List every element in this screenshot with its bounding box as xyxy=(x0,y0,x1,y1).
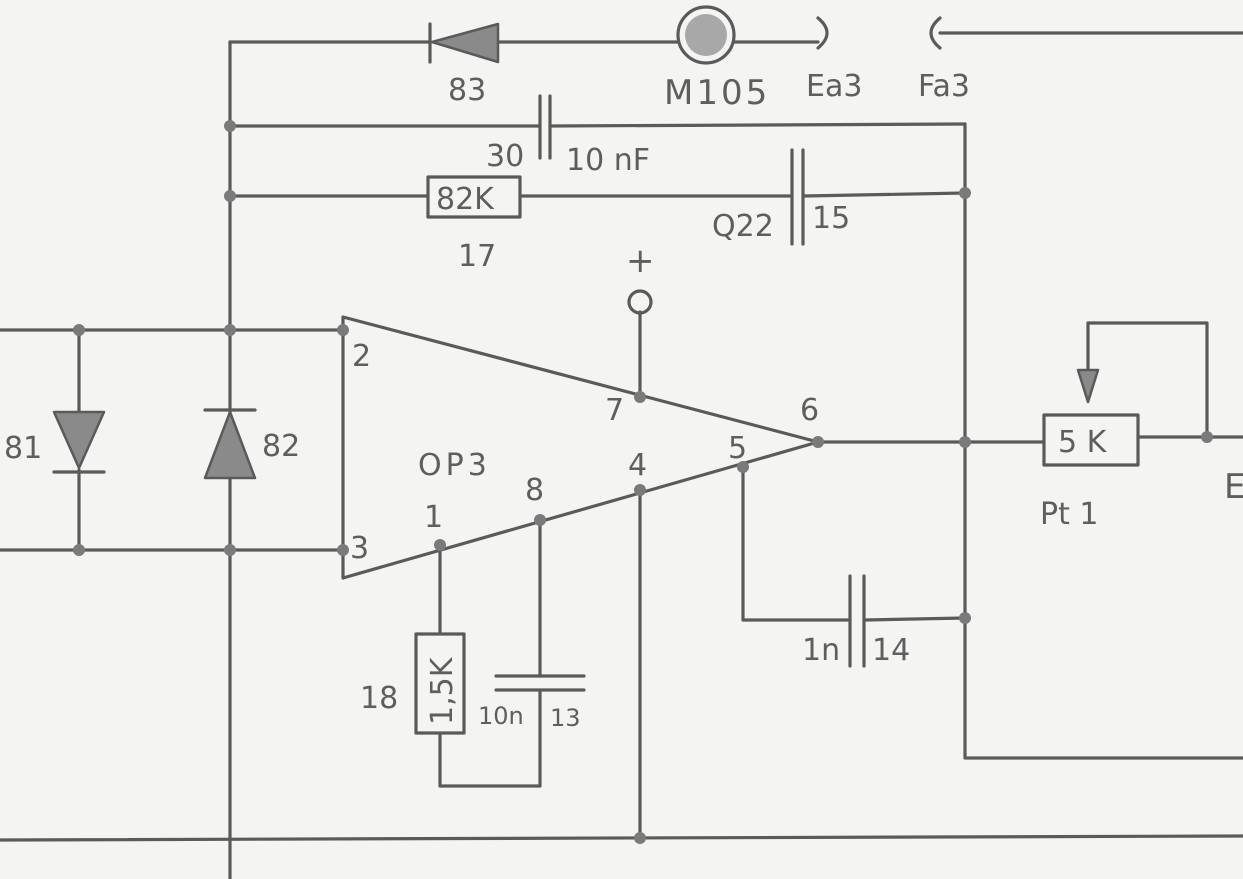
capacitor-13-label: 13 xyxy=(550,704,581,732)
pin-7-label: 7 xyxy=(605,393,624,428)
lamp-label: M105 xyxy=(664,73,770,113)
diode-81-label: 81 xyxy=(4,431,42,466)
junction-dot xyxy=(224,120,236,132)
resistor-17-label: 17 xyxy=(458,239,496,274)
connector-ea3-symbol xyxy=(816,16,829,50)
capacitor-14-label: 14 xyxy=(872,633,910,668)
opamp-op3: OP3 2 3 7 6 4 5 1 8 + xyxy=(341,241,820,580)
wire-r18-c13 xyxy=(438,690,542,788)
pin-4-label: 4 xyxy=(628,448,647,483)
capacitor-15-value: Q22 xyxy=(712,209,774,244)
wire-pin5 xyxy=(741,465,850,622)
capacitor-13-value: 10n xyxy=(478,702,524,730)
wire-right-rail xyxy=(963,122,1243,760)
junction-dot xyxy=(73,324,85,336)
wire-cap30-right xyxy=(548,122,967,128)
wire-c14-right xyxy=(864,616,967,622)
capacitor-30: 30 10 nF xyxy=(486,94,650,178)
pin-2-label: 2 xyxy=(352,339,371,374)
junction-dot xyxy=(634,832,646,844)
junction-dot xyxy=(224,324,236,336)
opamp-label: OP3 xyxy=(418,448,491,483)
capacitor-15: Q22 15 xyxy=(712,148,850,246)
diode-83-label: 83 xyxy=(448,73,486,108)
junction-dot xyxy=(337,324,349,336)
resistor-18-value: 1,5K xyxy=(425,656,460,725)
wire-pot-wiper xyxy=(1086,321,1209,439)
pin-3-label: 3 xyxy=(350,531,369,566)
potentiometer-body xyxy=(1042,413,1140,467)
resistor-17-value: 82K xyxy=(436,182,495,217)
junction-dot xyxy=(959,612,971,624)
capacitor-15-label: 15 xyxy=(812,201,850,236)
supply-terminal xyxy=(627,289,653,315)
potentiometer-label: Pt 1 xyxy=(1040,497,1098,532)
resistor-17-body xyxy=(426,175,522,219)
junction-dot xyxy=(959,436,971,448)
connector-fa3-symbol xyxy=(929,16,942,50)
junction-dot xyxy=(634,391,646,403)
diode-82: 82 xyxy=(203,408,300,480)
wire-c15-right xyxy=(802,191,967,198)
junction-dot xyxy=(534,514,546,526)
lamp-fill xyxy=(685,14,727,56)
junction-dot xyxy=(634,484,646,496)
potentiometer-value: 5 K xyxy=(1058,425,1108,460)
resistor-18-body xyxy=(414,632,466,735)
connector-ea3-label: Ea3 xyxy=(806,69,862,104)
diode-81: 81 xyxy=(4,410,106,474)
pin-6-label: 6 xyxy=(800,393,819,428)
connector-fa3-label: Fa3 xyxy=(918,69,970,104)
pin-1-label: 1 xyxy=(424,500,443,535)
capacitor-30-label: 30 xyxy=(486,139,524,174)
junction-dot xyxy=(224,190,236,202)
junctions xyxy=(73,120,1213,844)
potentiometer-pt1: 5 K Pt 1 xyxy=(1040,413,1140,532)
pin-8-label: 8 xyxy=(525,473,544,508)
junction-dot xyxy=(224,544,236,556)
junction-dot xyxy=(1201,431,1213,443)
pot-wiper-arrow xyxy=(1076,368,1100,404)
junction-dot xyxy=(73,544,85,556)
wires xyxy=(0,31,1243,879)
junction-dot xyxy=(812,436,824,448)
opamp-triangle xyxy=(341,315,820,580)
junction-dot xyxy=(737,461,749,473)
lamp-m105: M105 xyxy=(664,5,770,113)
diode-83-symbol xyxy=(430,22,500,64)
capacitor-14: 1n 14 xyxy=(802,574,910,668)
capacitor-14-value: 1n xyxy=(802,633,840,668)
diode-82-symbol xyxy=(203,410,257,480)
junction-dot xyxy=(959,187,971,199)
junction-dot xyxy=(434,539,446,551)
supply-plus-label: + xyxy=(626,241,655,281)
connector-fa3: Fa3 xyxy=(918,16,970,104)
connector-ea3: Ea3 xyxy=(806,16,862,104)
pin-5-label: 5 xyxy=(728,431,747,466)
resistor-17: 82K 17 xyxy=(426,175,522,274)
capacitor-30-value: 10 nF xyxy=(566,143,650,178)
capacitor-13: 10n 13 xyxy=(478,674,586,732)
junction-dot xyxy=(337,544,349,556)
connector-partial-label: E xyxy=(1224,467,1243,507)
resistor-18-label: 18 xyxy=(360,681,398,716)
diode-82-label: 82 xyxy=(262,429,300,464)
wire-bottom-rail xyxy=(0,834,1243,842)
diode-83: 83 xyxy=(428,22,500,108)
resistor-18: 1,5K 18 xyxy=(360,632,466,735)
diode-81-symbol xyxy=(52,410,106,470)
